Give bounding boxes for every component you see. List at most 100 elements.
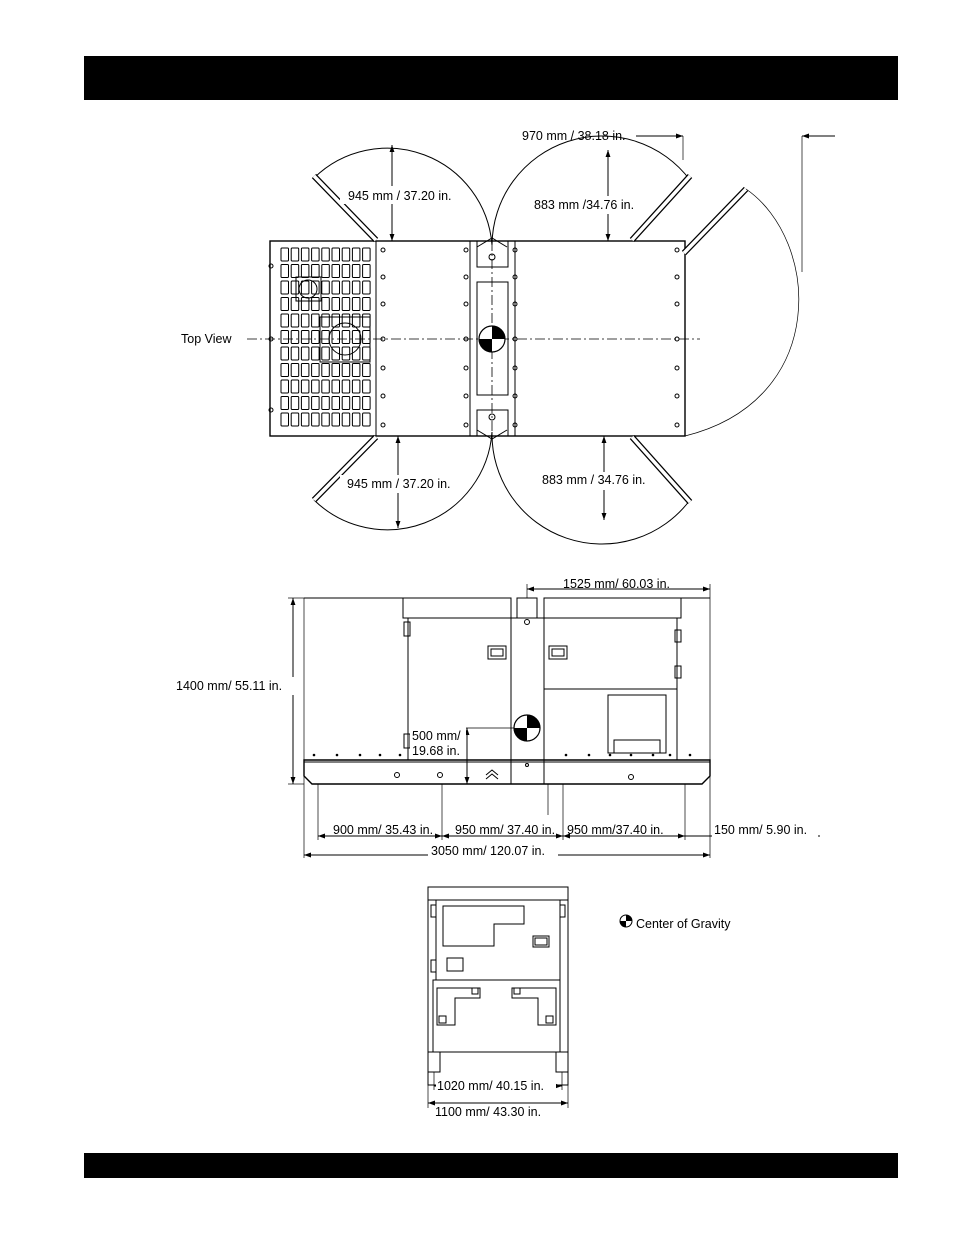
- grille-cell: [321, 280, 330, 295]
- grille-cell: [311, 379, 320, 394]
- grille-cell: [362, 313, 371, 328]
- grille-cell: [321, 297, 330, 311]
- fastener-dot: [380, 393, 386, 399]
- grille-cell: [290, 280, 300, 295]
- door-swing-left-bottom: [311, 431, 493, 531]
- fastener-dot: [512, 247, 518, 253]
- footer-bar: [84, 1153, 898, 1178]
- fastener-dot: [463, 422, 469, 428]
- grille-cell: [351, 412, 361, 427]
- grille-cell: [321, 346, 330, 361]
- dim-overall-length: 3050 mm/ 120.07 in.: [431, 844, 545, 858]
- grille-cell: [331, 280, 340, 295]
- grille-cell: [362, 379, 371, 394]
- grille-cell: [331, 346, 340, 361]
- dim-cog-height-line2: 19.68 in.: [412, 744, 460, 758]
- grille-cell: [300, 363, 310, 377]
- grille-cell: [331, 396, 340, 410]
- grille-cell: [311, 396, 320, 410]
- fastener-dot: [380, 274, 386, 280]
- grille-cell: [311, 330, 320, 344]
- grille-cell: [311, 313, 320, 328]
- fastener-dot: [674, 247, 680, 253]
- dim-right-door-top: 883 mm /34.76 in.: [534, 198, 634, 212]
- grille-cell: [362, 412, 371, 427]
- grille-cell: [311, 280, 320, 295]
- grille-cell: [300, 264, 310, 278]
- fastener-dot: [512, 336, 518, 342]
- grille-cell: [300, 379, 310, 394]
- fastener-dot: [674, 274, 680, 280]
- grille-cell: [280, 363, 289, 377]
- base-rivet: [608, 753, 612, 757]
- grille-cell: [300, 346, 310, 361]
- grille-cell: [300, 330, 310, 344]
- fastener-dot: [268, 263, 274, 269]
- base-rivet: [378, 753, 382, 757]
- grille-cell: [311, 247, 320, 262]
- base-rivet: [312, 753, 316, 757]
- dim-seg4: 150 mm/ 5.90 in.: [714, 823, 807, 837]
- base-rivet: [358, 753, 362, 757]
- dim-left-door-top: 945 mm / 37.20 in.: [348, 189, 452, 203]
- dim-overall-door-swing: 970 mm / 38.18 in.: [522, 129, 626, 143]
- fastener-dot: [380, 422, 386, 428]
- grille-cell: [300, 297, 310, 311]
- grille-cell: [280, 346, 289, 361]
- dim-seg1: 900 mm/ 35.43 in.: [333, 823, 433, 837]
- dim-height: 1400 mm/ 55.11 in.: [176, 679, 282, 693]
- fastener-dot: [512, 365, 518, 371]
- grille-cell: [331, 379, 340, 394]
- grille-cell: [341, 280, 351, 295]
- dim-right-door-bottom: 883 mm / 34.76 in.: [542, 473, 646, 487]
- grille-cell: [331, 247, 340, 262]
- grille-cell: [290, 313, 300, 328]
- radiator-grille: [280, 247, 371, 427]
- grille-cell: [341, 297, 351, 311]
- grille-cell: [362, 363, 371, 377]
- grille-cell: [351, 297, 361, 311]
- grille-cell: [362, 346, 371, 361]
- fastener-dot: [463, 301, 469, 307]
- fastener-dot: [674, 336, 680, 342]
- grille-cell: [300, 396, 310, 410]
- door-swing-left-top: [311, 147, 493, 246]
- grille-cell: [290, 396, 300, 410]
- grille-cell: [362, 330, 371, 344]
- fastener-dot: [463, 393, 469, 399]
- top-view: 945 mm / 37.20 in. 883 mm /34.76 in. 945…: [181, 129, 835, 545]
- fastener-dot: [268, 336, 274, 342]
- dim-top-right: 1525 mm/ 60.03 in.: [563, 577, 670, 591]
- grille-cell: [290, 247, 300, 262]
- fastener-dot: [512, 393, 518, 399]
- grille-cell: [362, 264, 371, 278]
- base-rivet: [564, 753, 568, 757]
- grille-cell: [280, 280, 289, 295]
- fastener-dot: [674, 422, 680, 428]
- grille-cell: [280, 247, 289, 262]
- fastener-dot: [463, 247, 469, 253]
- grille-cell: [321, 247, 330, 262]
- grille-cell: [311, 297, 320, 311]
- grille-cell: [351, 346, 361, 361]
- grille-cell: [331, 297, 340, 311]
- grille-cell: [341, 379, 351, 394]
- fastener-dot: [674, 393, 680, 399]
- fastener-dot: [463, 365, 469, 371]
- header-bar: [84, 56, 898, 100]
- grille-cell: [311, 346, 320, 361]
- base-rivet: [651, 753, 655, 757]
- base-rivet: [335, 753, 339, 757]
- fastener-dot: [463, 274, 469, 280]
- door-swing-end: [681, 186, 800, 437]
- grille-cell: [351, 247, 361, 262]
- grille-cell: [280, 297, 289, 311]
- side-view: 1400 mm/ 55.11 in. 1525 mm/ 60.03 in. 50…: [176, 577, 820, 858]
- center-of-gravity-icon: [619, 914, 633, 928]
- grille-cell: [341, 330, 351, 344]
- grille-cell: [331, 363, 340, 377]
- door-swing-right-top: [491, 135, 693, 246]
- grille-cell: [321, 313, 330, 328]
- base-rivet: [587, 753, 591, 757]
- grille-cell: [290, 297, 300, 311]
